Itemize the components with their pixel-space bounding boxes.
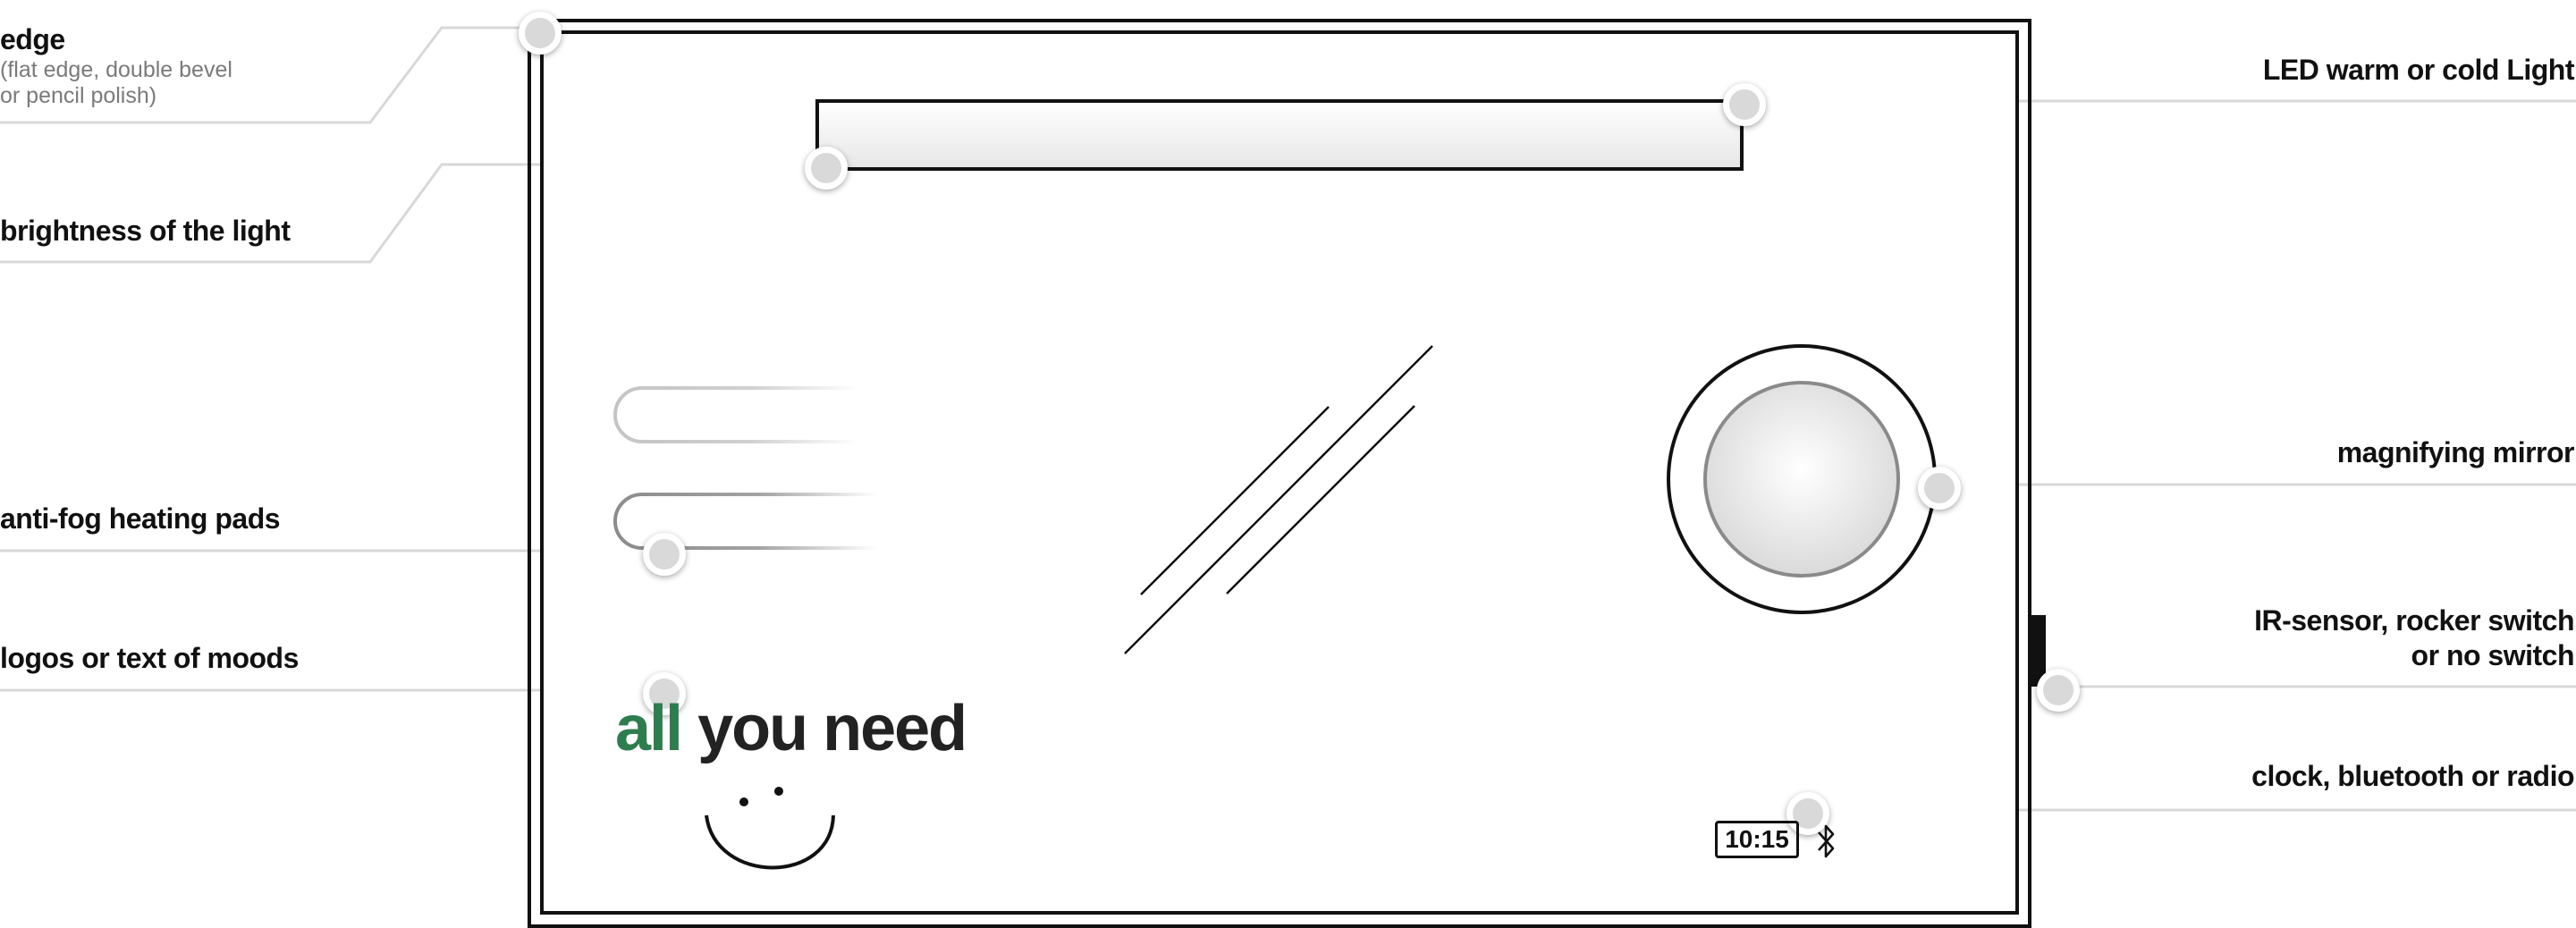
- marker-clock: [1786, 792, 1829, 835]
- led-light-bar: [815, 99, 1744, 171]
- marker-brightness: [805, 147, 848, 190]
- label-logos: logos or text of moods: [0, 642, 299, 674]
- side-switch: [2030, 615, 2046, 687]
- label-edge-subtitle-2: or pencil polish): [0, 83, 157, 108]
- mirror-outer-frame: [528, 19, 2031, 928]
- label-edge: edge: [0, 23, 65, 55]
- label-magnifying: magnifying mirror: [2336, 436, 2575, 468]
- leader-line-edge: [0, 26, 535, 124]
- label-sensor-line1: IR-sensor, rocker switch: [2254, 604, 2574, 637]
- label-led: LED warm or cold Light: [2262, 54, 2575, 86]
- label-clock: clock, bluetooth or radio: [2251, 760, 2574, 792]
- label-antifog: anti-fog heating pads: [0, 502, 281, 535]
- brand-accent-word: all: [615, 693, 683, 764]
- brand-text: all you need: [615, 693, 967, 764]
- label-brightness: brightness of the light: [0, 215, 291, 247]
- marker-magnifying: [1918, 467, 1961, 510]
- marker-sensor: [2037, 669, 2080, 712]
- antifog-pad-bottom: [613, 493, 876, 550]
- label-edge-subtitle-1: (flat edge, double bevel: [0, 57, 232, 82]
- marker-antifog: [643, 533, 686, 576]
- marker-logos: [643, 672, 686, 715]
- magnifying-mirror-lens: [1703, 381, 1900, 578]
- antifog-pad-top: [613, 386, 858, 443]
- label-sensor-line2: or no switch: [2411, 639, 2575, 671]
- clock-display: 10:15: [1715, 821, 1799, 858]
- marker-led: [1723, 83, 1766, 126]
- smiley-mood-logo: [705, 787, 835, 870]
- glass-reflection-marks: [1124, 345, 1433, 654]
- brand-rest-words: you need: [697, 693, 967, 764]
- marker-edge: [519, 12, 562, 55]
- bluetooth-icon: [1818, 824, 1835, 858]
